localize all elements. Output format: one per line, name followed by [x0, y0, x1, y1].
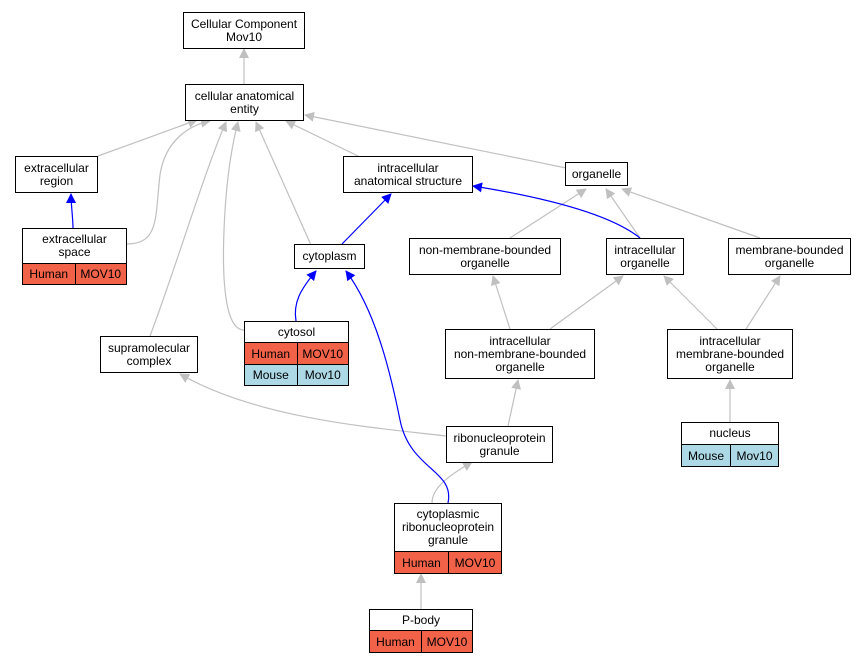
annotation-table-cytosol-human: Human MOV10 [244, 342, 349, 365]
edge-imbo-to-io [663, 275, 718, 330]
node-ribonucleoprotein-granule[interactable]: ribonucleoprotein granule [446, 426, 553, 463]
annotation-table-extracellular-space: Human MOV10 [22, 263, 127, 285]
edge-mbo-to-organelle [621, 187, 761, 239]
edge-rnp-granule-to-supramolecular-complex [179, 373, 447, 437]
edge-supramolecular-complex-to-cae [149, 121, 227, 337]
edge-inmbo-to-io [549, 275, 624, 330]
edge-organelle-to-cae [304, 111, 567, 169]
node-cytosol[interactable]: cytosol [244, 321, 349, 343]
gene-cell: Mov10 [296, 365, 348, 385]
edge-cytoplasm-to-ias [341, 193, 392, 245]
edge-crnp-granule-to-cytoplasm [345, 270, 450, 504]
gene-cell: MOV10 [421, 631, 472, 652]
species-cell: Mouse [682, 445, 730, 466]
node-organelle[interactable]: organelle [565, 162, 628, 186]
edge-crnp-granule-to-rnp-granule [431, 461, 473, 504]
gene-cell: MOV10 [448, 552, 501, 573]
node-non-membrane-bounded-organelle[interactable]: non-membrane-bounded organelle [409, 238, 561, 275]
edge-cytosol-to-cytoplasm [294, 270, 317, 322]
edge-nmbo-to-organelle [509, 188, 587, 239]
annotation-table-nucleus: Mouse Mov10 [681, 444, 779, 467]
edge-io-to-organelle [605, 188, 641, 239]
species-cell: Human [395, 552, 448, 573]
node-cytoplasmic-ribonucleoprotein-granule[interactable]: cytoplasmic ribonucleoprotein granule [394, 503, 502, 552]
annotation-table-cytoplasmic-rnp-granule: Human MOV10 [394, 551, 502, 574]
edge-imbo-to-mbo [745, 275, 781, 330]
node-supramolecular-complex[interactable]: supramolecular complex [100, 336, 198, 373]
edge-cytoplasm-to-cae [255, 121, 312, 246]
edge-cytosol-to-cae [222, 121, 245, 331]
node-cellular-component-mov10[interactable]: Cellular Component Mov10 [183, 12, 305, 49]
species-cell: Human [370, 631, 421, 652]
node-membrane-bounded-organelle[interactable]: membrane-bounded organelle [728, 238, 851, 275]
node-nucleus[interactable]: nucleus [681, 422, 779, 445]
node-intracellular-membrane-bounded-organelle[interactable]: intracellular membrane-bounded organelle [667, 329, 793, 379]
annotation-table-p-body: Human MOV10 [369, 630, 473, 653]
edge-rnp-granule-to-inmbo [507, 379, 521, 427]
node-intracellular-organelle[interactable]: intracellular organelle [606, 238, 684, 275]
species-cell: Human [245, 343, 297, 364]
node-extracellular-space[interactable]: extracellular space [22, 228, 127, 264]
gene-cell: Mov10 [730, 445, 778, 466]
node-cytoplasm[interactable]: cytoplasm [294, 244, 365, 269]
gene-cell: MOV10 [296, 343, 348, 364]
gene-cell: MOV10 [74, 264, 126, 284]
node-intracellular-anatomical-structure[interactable]: intracellular anatomical structure [343, 156, 473, 193]
edge-ias-to-cae [285, 120, 359, 157]
edge-extracellular-space-to-cae [126, 117, 211, 245]
annotation-table-cytosol-mouse: Mouse Mov10 [244, 364, 349, 386]
edge-extracellular-space-to-extracellular-region [66, 193, 77, 229]
species-cell: Human [23, 264, 75, 284]
node-intracellular-non-membrane-bounded-organelle[interactable]: intracellular non-membrane-bounded organ… [445, 329, 595, 379]
species-cell: Mouse [245, 365, 297, 385]
node-cellular-anatomical-entity[interactable]: cellular anatomical entity [185, 84, 304, 121]
node-extracellular-region[interactable]: extracellular region [15, 156, 98, 193]
edge-io-to-ias [472, 182, 641, 239]
edge-inmbo-to-nmbo [490, 275, 511, 330]
node-p-body[interactable]: P-body [369, 609, 473, 631]
edge-extracellular-region-to-cae [97, 118, 198, 157]
